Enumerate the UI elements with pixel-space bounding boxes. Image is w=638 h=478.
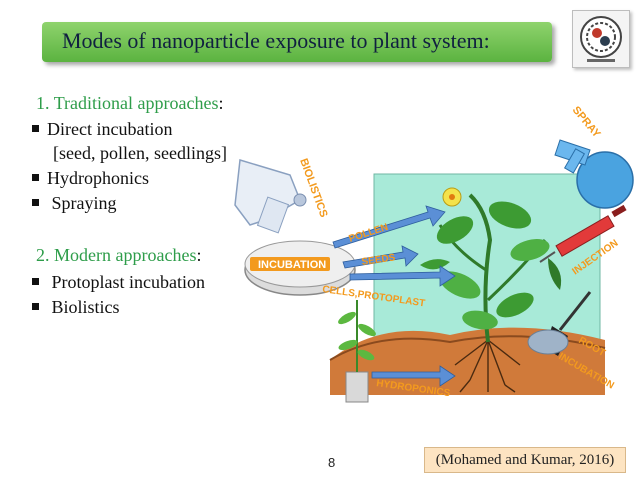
bullet-icon — [32, 125, 39, 133]
traditional-colon: : — [218, 93, 224, 113]
modern-heading: 2. Modern approaches: — [36, 244, 201, 266]
spray-label: SPRAY — [570, 104, 603, 140]
modern-heading-text: Modern approaches — [54, 245, 197, 265]
biolistics-label: BIOLISTICS — [297, 157, 329, 219]
traditional-number: 1. — [36, 93, 50, 113]
list-item-text: Spraying — [51, 193, 117, 213]
logo-emblem-icon — [580, 16, 622, 62]
bullet-icon — [32, 278, 39, 286]
seedling-jar-icon — [338, 300, 376, 403]
incubation-label: INCUBATION — [258, 259, 326, 271]
traditional-heading: 1. Traditional approaches: — [36, 92, 224, 114]
logo — [572, 10, 630, 68]
citation: (Mohamed and Kumar, 2016) — [424, 447, 626, 473]
list-item: Hydrophonics — [32, 167, 149, 189]
list-item-text: Biolistics — [51, 297, 120, 317]
exposure-arrows — [332, 205, 456, 387]
list-item-text: Hydrophonics — [47, 168, 149, 188]
spray-bottle-icon — [554, 139, 634, 209]
bullet-icon — [32, 303, 39, 311]
list-item-text: Protoplast incubation — [51, 272, 205, 292]
bullet-icon — [32, 174, 39, 182]
list-item: Protoplast incubation — [32, 271, 205, 293]
traditional-heading-text: Traditional approaches — [53, 93, 219, 113]
roots — [454, 339, 521, 393]
slide-title: Modes of nanoparticle exposure to plant … — [62, 28, 490, 53]
seeds-label: SEEDS — [361, 252, 396, 268]
list-item: Spraying — [32, 192, 117, 214]
page-number: 8 — [328, 455, 336, 470]
shovel-icon — [527, 291, 592, 356]
list-item-text: [seed, pollen, seedlings] — [53, 143, 227, 163]
list-item: Direct incubation — [32, 118, 172, 140]
bullet-icon — [32, 199, 39, 207]
list-item-text: Direct incubation — [47, 119, 173, 139]
modern-number: 2. — [36, 245, 50, 265]
modern-colon: : — [196, 245, 202, 265]
list-item: Biolistics — [32, 296, 120, 318]
biolistic-gun-icon — [234, 159, 307, 234]
syringe-icon — [539, 204, 627, 263]
title-bar: Modes of nanoparticle exposure to plant … — [42, 22, 552, 62]
list-item-continuation: [seed, pollen, seedlings] — [53, 142, 227, 164]
